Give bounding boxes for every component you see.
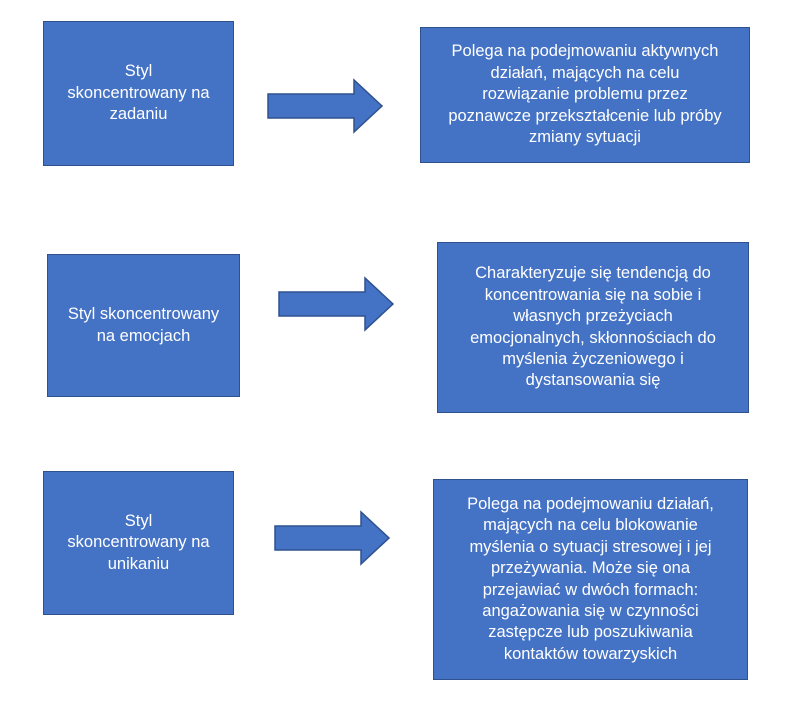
- right-arrow-icon: [274, 510, 391, 566]
- style-box-task: Styl skoncentrowany na zadaniu: [43, 21, 234, 166]
- style-box-avoidance: Styl skoncentrowany na unikaniu: [43, 471, 234, 615]
- style-label-avoidance: Styl skoncentrowany na unikaniu: [67, 511, 210, 573]
- description-box-task: Polega na podejmowaniu aktywnych działań…: [420, 27, 750, 163]
- description-text-task: Polega na podejmowaniu aktywnych działań…: [448, 42, 722, 147]
- description-box-avoidance: Polega na podejmowaniu działań, mających…: [433, 479, 748, 680]
- right-arrow-icon: [278, 276, 395, 332]
- description-text-avoidance: Polega na podejmowaniu działań, mających…: [467, 494, 714, 663]
- style-box-emotion: Styl skoncentrowany na emocjach: [47, 254, 240, 397]
- description-text-emotion: Charakteryzuje się tendencją do koncentr…: [470, 264, 716, 390]
- style-label-emotion: Styl skoncentrowany na emocjach: [67, 305, 220, 345]
- description-box-emotion: Charakteryzuje się tendencją do koncentr…: [437, 242, 749, 413]
- style-label-task: Styl skoncentrowany na zadaniu: [67, 62, 210, 124]
- right-arrow-icon: [267, 78, 384, 134]
